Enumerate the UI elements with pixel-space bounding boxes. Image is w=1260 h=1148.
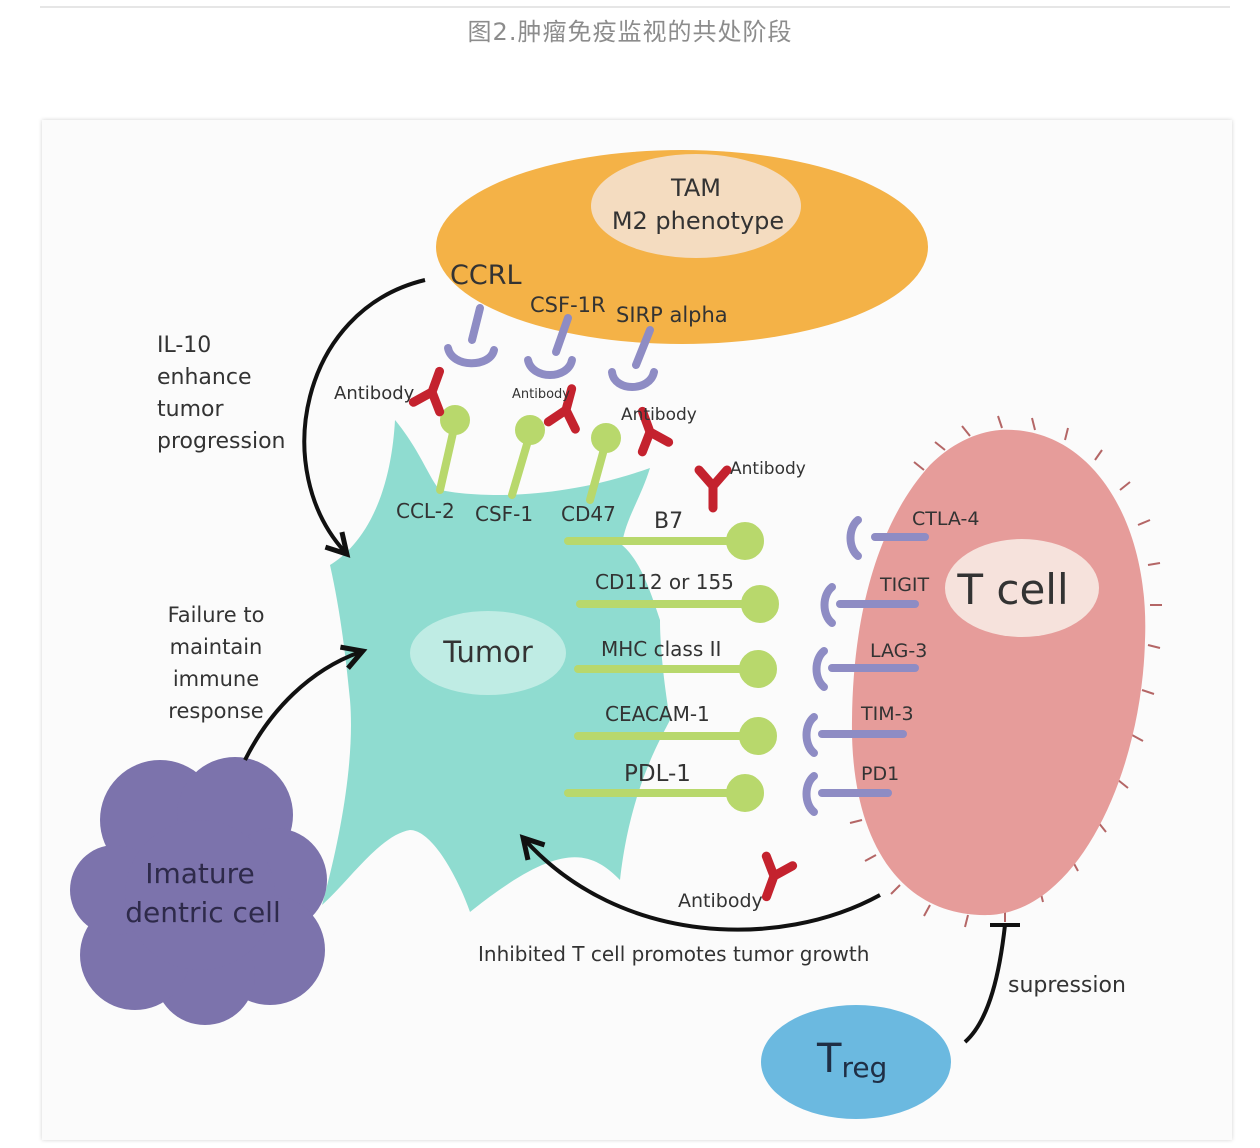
antibody-label: Antibody — [621, 405, 697, 425]
il10-text-3: tumor — [157, 397, 224, 422]
inhibited-text: Inhibited T cell promotes tumor growth — [478, 942, 869, 966]
failure-text-1: Failure to — [168, 603, 265, 627]
supression-text: supression — [1008, 973, 1126, 998]
il10-text-4: progression — [157, 429, 286, 454]
top-divider — [40, 0, 1230, 8]
tigit-label: TIGIT — [879, 574, 930, 596]
tim3-label: TIM-3 — [860, 703, 914, 725]
pd1-label: PD1 — [861, 763, 899, 785]
failure-text-4: response — [168, 699, 263, 723]
tcell-cell: T cell — [849, 415, 1162, 928]
treg-cell: Treg — [761, 1005, 951, 1119]
tumor-top-ligands — [436, 405, 621, 504]
tam-receptors — [444, 304, 658, 391]
tumor-side-ligands — [564, 522, 779, 812]
treg-label: Treg — [816, 1036, 887, 1084]
b7-label: B7 — [654, 509, 683, 534]
csf1-label: CSF-1 — [475, 502, 533, 526]
sirp-label: SIRP alpha — [616, 303, 728, 327]
ccl2-label: CCL-2 — [396, 499, 455, 523]
pdl1-label: PDL-1 — [624, 761, 691, 787]
tcell-microvilli — [849, 415, 1162, 928]
failure-annotation: Failure to maintain immune response — [168, 603, 265, 723]
csf1r-receptor — [524, 314, 576, 379]
il10-text-1: IL-10 — [157, 333, 211, 358]
antibody-label: Antibody — [730, 459, 806, 479]
csf1r-label: CSF-1R — [530, 293, 606, 317]
tcell-label: T cell — [956, 565, 1068, 614]
sirp-receptor — [608, 326, 658, 391]
arrows — [243, 278, 1020, 1044]
antibody-label: Antibody — [512, 387, 570, 402]
cd112-label: CD112 or 155 — [595, 570, 734, 594]
tam-label-2: M2 phenotype — [612, 207, 784, 235]
antibody-icon — [413, 367, 452, 412]
dendritic-cell: Imature dentric cell — [70, 757, 327, 1025]
il10-annotation: IL-10 enhance tumor progression — [157, 333, 286, 454]
failure-text-3: immune — [173, 667, 259, 691]
antibody-icon — [699, 470, 727, 508]
tcell-nucleus — [945, 539, 1099, 637]
treg-body — [761, 1005, 951, 1119]
tumor-nucleus — [410, 611, 566, 695]
tam-nucleus — [591, 154, 801, 258]
figure-caption: 图2.肿瘤免疫监视的共处阶段 — [467, 18, 793, 46]
mhc-label: MHC class II — [601, 637, 721, 661]
failure-text-2: maintain — [170, 635, 263, 659]
cd47-label: CD47 — [561, 502, 616, 526]
dendritic-label-1: Imature — [145, 857, 255, 890]
inhibited-arrow — [519, 834, 881, 932]
antibody-label: Antibody — [334, 383, 415, 404]
il10-arrow — [302, 278, 426, 558]
tcell-body — [851, 429, 1146, 916]
ctla4-label: CTLA-4 — [912, 508, 979, 530]
dendritic-label-2: dentric cell — [125, 896, 281, 929]
ceacam-label: CEACAM-1 — [605, 702, 710, 726]
tam-label-1: TAM — [670, 174, 721, 202]
ccrl-receptor — [444, 304, 498, 368]
tcell-receptors — [802, 516, 929, 816]
il10-text-2: enhance — [157, 365, 251, 390]
tumor-label: Tumor — [442, 635, 533, 669]
antibody-label: Antibody — [678, 890, 763, 912]
ccrl-label: CCRL — [450, 260, 522, 291]
tam-cell: TAM M2 phenotype — [436, 150, 928, 344]
failure-arrow — [243, 644, 368, 761]
lag3-label: LAG-3 — [870, 640, 927, 662]
supression-inhibitor — [963, 924, 1007, 1044]
